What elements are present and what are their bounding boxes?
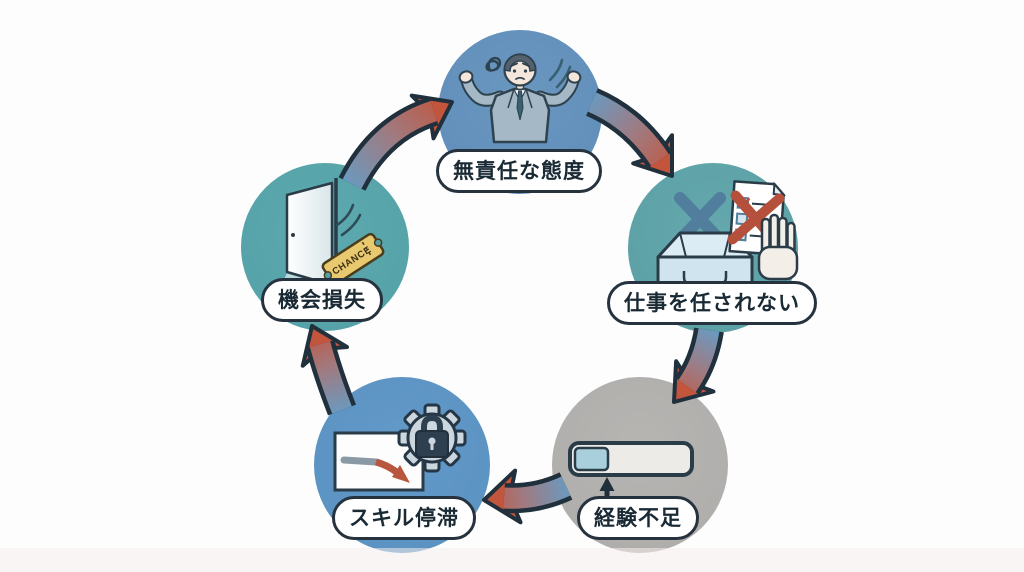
arrow-lack-of-experience-to-skill-stagnation [482, 468, 573, 525]
low-progress-bar-icon [568, 441, 694, 507]
node-label-skill-stagnation: スキル停滞 [332, 496, 476, 540]
declining-arrow-icon [340, 456, 410, 483]
frustration-scribble-icon [485, 56, 502, 72]
node-label-lack-of-experience: 経験不足 [577, 496, 699, 540]
node-label-opportunity-loss: 機会損失 [261, 278, 383, 322]
shrugging-businessman-icon [458, 53, 582, 144]
arrow-opportunity-loss-to-irresponsible-attitude [338, 93, 454, 192]
lock-icon [415, 414, 449, 458]
arrow-no-work-assigned-to-lack-of-experience [672, 327, 724, 404]
arrow-skill-stagnation-to-opportunity-loss [300, 324, 356, 416]
motion-lines-icon [335, 203, 362, 237]
node-label-no-work-assigned: 仕事を任されない [607, 281, 817, 325]
declining-chart-locked-gear-icon [333, 403, 467, 492]
progress-fill [573, 446, 610, 472]
motion-lines-icon [548, 58, 572, 89]
arrow-irresponsible-attitude-to-no-work-assigned [585, 88, 675, 178]
bottom-haze [0, 548, 1024, 572]
stop-hand-icon [757, 213, 799, 281]
door-knob [291, 233, 295, 237]
chance-ticket-icon: CHANCE [321, 232, 385, 286]
node-label-irresponsible-attitude: 無責任な態度 [436, 149, 602, 193]
